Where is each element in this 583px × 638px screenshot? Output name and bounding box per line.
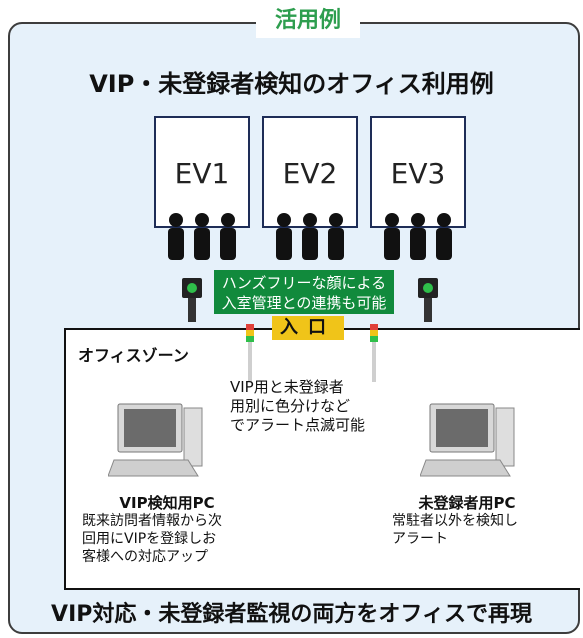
entrance-label: 入口	[272, 316, 344, 340]
people-group-icon-ev2	[276, 213, 344, 260]
signal-tower-icon-right	[370, 324, 378, 382]
callout-line-2: 入室管理との連携も可能	[221, 294, 387, 312]
vip-pc-line-1: 既来訪問者情報から次	[82, 513, 222, 529]
unregistered-pc-title: 未登録者用PC	[418, 494, 516, 512]
header-title: 活用例	[256, 4, 360, 38]
people-group-icon-ev3	[384, 213, 452, 260]
unregistered-pc-section: 未登録者用PC 常駐者以外を検知し アラート	[392, 494, 542, 548]
signal-tower-icon-left	[246, 324, 254, 382]
vip-pc-section: VIP検知用PC 既来訪問者情報から次 回用にVIPを登録しお 客様への対応アッ…	[82, 494, 252, 566]
alert-note-line-1: VIP用と未登録者	[230, 378, 344, 396]
summary-text: VIP対応・未登録者監視の両方をオフィスで再現	[51, 602, 532, 627]
unregistered-pc-line-1: 常駐者以外を検知し	[392, 513, 518, 529]
main-title: VIP・未登録者検知のオフィス利用例	[89, 70, 494, 98]
alert-note-line-3: でアラート点滅可能	[230, 416, 366, 434]
vip-pc-title: VIP検知用PC	[119, 494, 215, 512]
unregistered-pc-icon	[420, 403, 515, 477]
elevator-box-ev2: EV2	[262, 116, 358, 228]
vip-pc-line-2: 回用にVIPを登録しお	[82, 531, 217, 547]
alert-color-note: VIP用と未登録者 用別に色分けなど でアラート点滅可能	[230, 378, 400, 435]
unregistered-pc-line-2: アラート	[392, 531, 448, 547]
office-zone-label: オフィスゾーン	[78, 346, 189, 365]
elevator-box-ev1: EV1	[154, 116, 250, 228]
people-group-icon-ev1	[168, 213, 236, 260]
alert-note-line-2: 用別に色分けなど	[230, 397, 351, 415]
handsfree-callout: ハンズフリーな顔による 入室管理との連携も可能	[214, 270, 394, 314]
office-zone-area	[64, 328, 580, 590]
vip-pc-line-3: 客様への対応アップ	[82, 549, 208, 565]
face-camera-icon-left	[182, 278, 202, 322]
face-camera-icon-right	[418, 278, 438, 322]
callout-line-1: ハンズフリーな顔による	[221, 274, 387, 292]
vip-pc-icon	[108, 403, 203, 477]
